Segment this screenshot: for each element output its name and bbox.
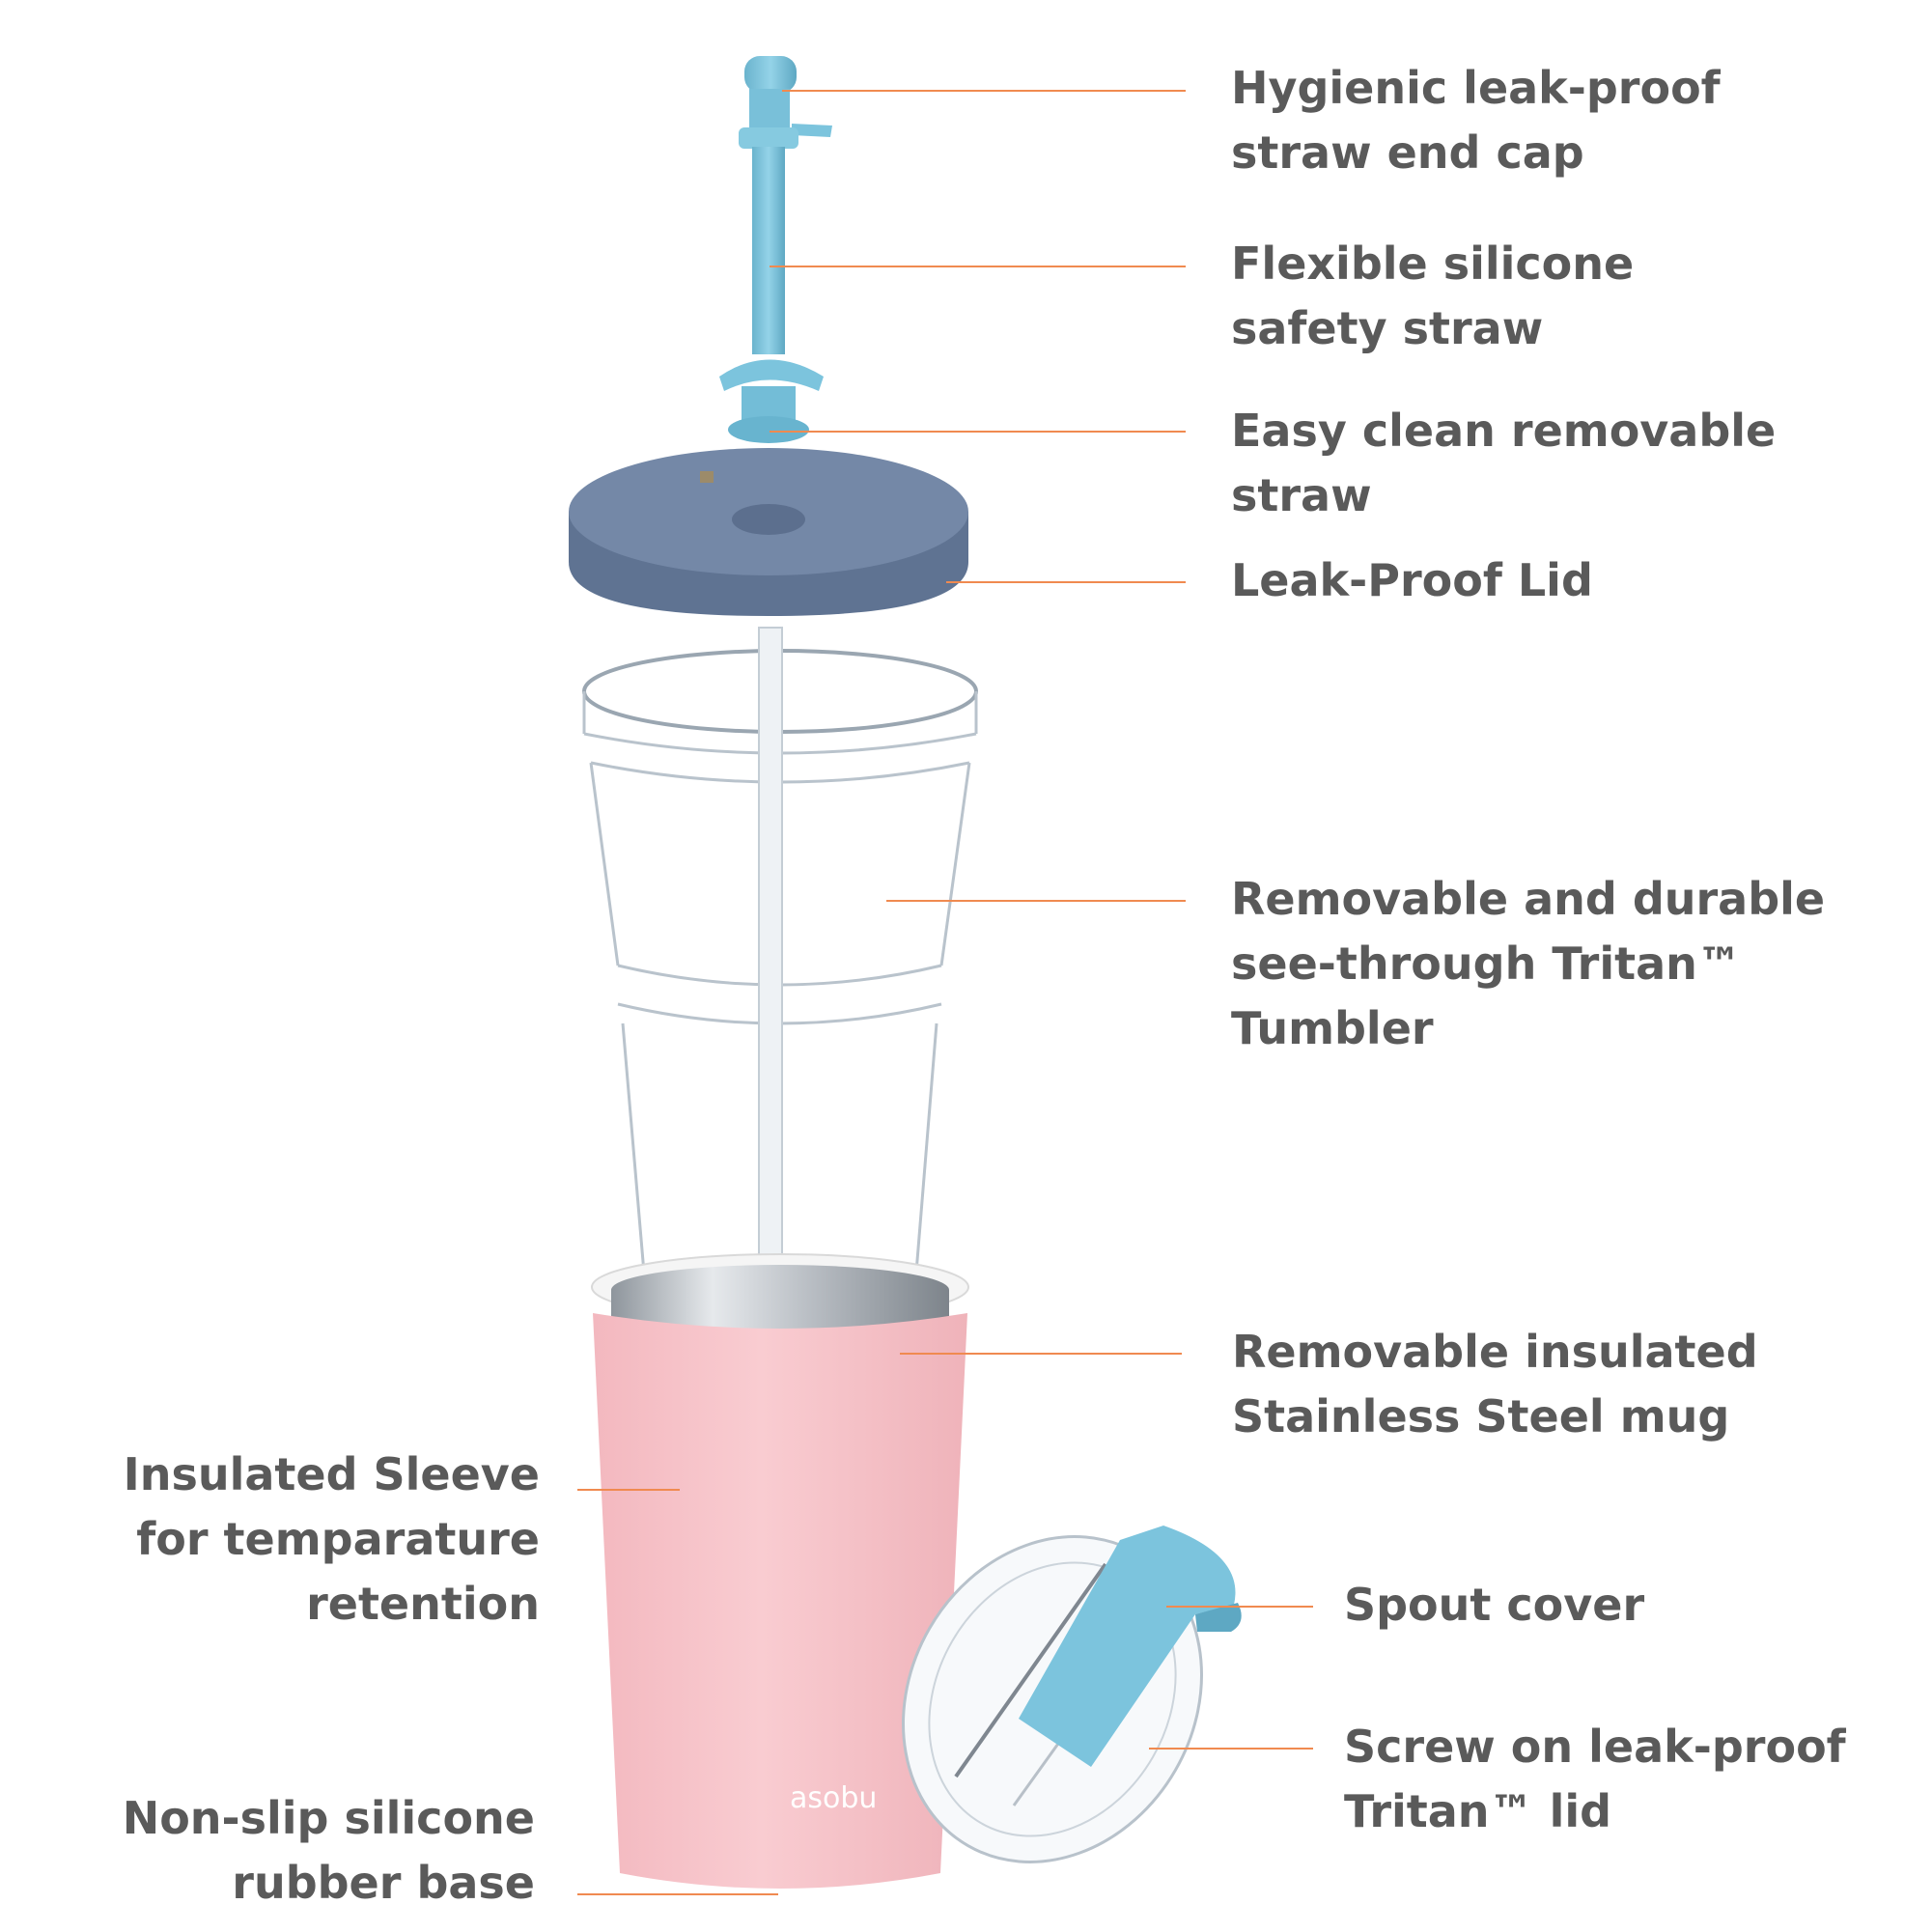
callout-non-slip-base-line1: Non-slip silicone: [122, 1792, 535, 1844]
leader-base: [577, 1893, 778, 1895]
callout-tritan-tumbler: Removable and durable see-through Tritan…: [1231, 867, 1825, 1061]
leader-mug: [900, 1353, 1182, 1355]
callout-insulated-sleeve-line1: Insulated Sleeve: [123, 1448, 540, 1500]
callout-removable-straw-line2: straw: [1231, 469, 1372, 521]
silicone-straw: [719, 147, 824, 443]
callout-removable-straw-line1: Easy clean removable: [1231, 405, 1777, 457]
leader-tumbler: [886, 900, 1186, 902]
callout-steel-mug-line1: Removable insulated: [1232, 1326, 1758, 1378]
leader-removable-straw: [770, 431, 1186, 433]
callout-silicone-straw-line1: Flexible silicone: [1231, 238, 1635, 290]
callout-steel-mug: Removable insulated Stainless Steel mug: [1232, 1320, 1758, 1449]
callout-insulated-sleeve: Insulated Sleeve for temparature retenti…: [124, 1442, 540, 1637]
callout-straw-end-cap-line2: straw end cap: [1231, 126, 1584, 179]
callout-screw-on-lid-line1: Screw on leak-proof: [1344, 1721, 1846, 1773]
callout-non-slip-base-line2: rubber base: [232, 1857, 535, 1909]
callout-screw-on-lid: Screw on leak-proof Tritan™ lid: [1344, 1715, 1846, 1844]
leak-proof-lid: [569, 448, 968, 616]
callout-tritan-tumbler-line3: Tumbler: [1231, 1002, 1434, 1054]
callout-spout-cover-line1: Spout cover: [1344, 1579, 1645, 1631]
leader-lid: [946, 581, 1186, 583]
tritan-tumbler: [582, 627, 978, 1285]
straw-end-cap: [739, 56, 832, 149]
leader-screw-lid: [1149, 1748, 1313, 1750]
spout-cover: [1019, 1526, 1242, 1767]
insulated-sleeve: asobu: [593, 1313, 967, 1889]
callout-screw-on-lid-line2: Tritan™ lid: [1344, 1785, 1612, 1837]
callout-removable-straw: Easy clean removable straw: [1231, 399, 1776, 528]
callout-tritan-tumbler-line2: see-through Tritan™: [1231, 938, 1742, 990]
callout-leak-proof-lid: Leak-Proof Lid: [1231, 548, 1593, 613]
leader-spout: [1166, 1606, 1313, 1608]
leader-sleeve: [577, 1489, 680, 1491]
callout-silicone-straw: Flexible silicone safety straw: [1231, 232, 1634, 361]
callout-insulated-sleeve-line3: retention: [306, 1578, 540, 1630]
callout-tritan-tumbler-line1: Removable and durable: [1231, 873, 1826, 925]
callout-non-slip-base: Non-slip silicone rubber base: [123, 1786, 535, 1916]
brand-logo: asobu: [790, 1781, 877, 1815]
callout-straw-end-cap-line1: Hygienic leak-proof: [1231, 62, 1721, 114]
leader-straw-cap: [782, 90, 1186, 92]
callout-insulated-sleeve-line2: for temparature: [136, 1513, 540, 1565]
callout-leak-proof-lid-line1: Leak-Proof Lid: [1231, 554, 1593, 606]
leader-straw: [770, 266, 1186, 267]
callout-spout-cover: Spout cover: [1344, 1573, 1644, 1638]
callout-steel-mug-line2: Stainless Steel mug: [1232, 1390, 1730, 1442]
callout-straw-end-cap: Hygienic leak-proof straw end cap: [1231, 56, 1721, 185]
callout-silicone-straw-line2: safety straw: [1231, 302, 1544, 354]
